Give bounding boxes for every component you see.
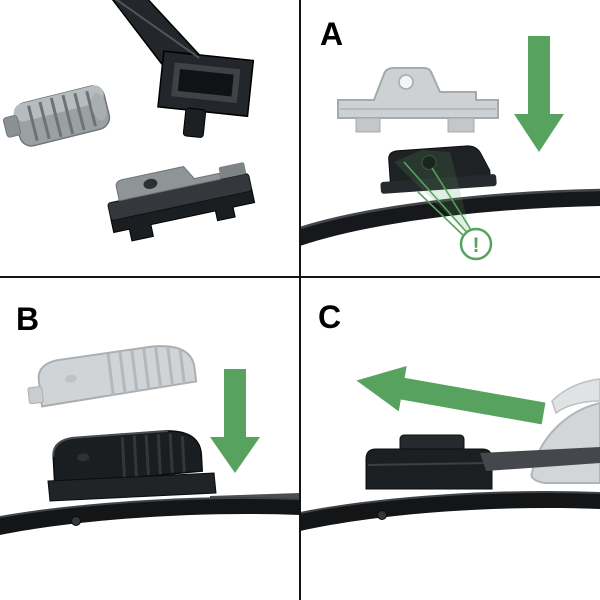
panel-step-a: A (300, 0, 600, 277)
step-c-illustration (300, 366, 600, 531)
panel-step-b: B (0, 277, 300, 600)
down-arrow-icon (514, 36, 564, 152)
callout-lines (403, 161, 474, 240)
wiper-blade (0, 493, 300, 535)
connector-base (47, 472, 217, 502)
step-a-label: A (320, 16, 344, 52)
wiper-blade (300, 490, 600, 531)
rivet (377, 510, 387, 520)
step-b-illustration (0, 345, 300, 535)
vertical-divider (299, 0, 301, 600)
mounted-adapter (380, 145, 497, 194)
step-a-illustration: ! (300, 36, 600, 261)
step-b-label: B (16, 301, 40, 337)
mounted-cover-cap (52, 429, 203, 486)
down-arrow-icon (210, 369, 260, 473)
panel-step-c: C (300, 277, 600, 600)
wiper-connector (365, 434, 600, 490)
parts-illustration (2, 0, 256, 242)
warning-icon (459, 227, 493, 261)
rivet (71, 516, 81, 526)
ghost-cover-cap (27, 345, 198, 408)
panel-parts (0, 0, 300, 277)
step-c-label: C (318, 299, 342, 335)
warning-symbol: ! (473, 234, 480, 257)
ghost-adapter (337, 67, 499, 133)
ghost-wiper-arm (530, 378, 600, 484)
cover-cap-icon (2, 85, 111, 147)
wiper-arm-hook-icon (104, 0, 255, 138)
horizontal-divider (0, 276, 600, 278)
adapter-icon (107, 162, 256, 242)
wiper-blade (300, 188, 600, 246)
left-arrow-icon (356, 366, 546, 425)
